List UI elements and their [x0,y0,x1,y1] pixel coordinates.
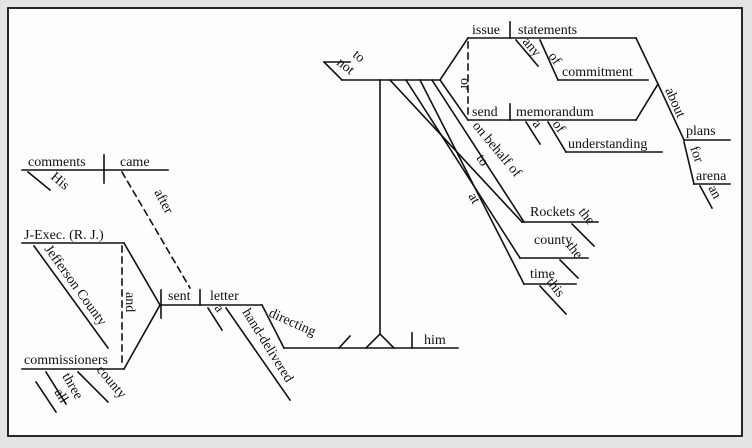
phrase1-mod-line [570,222,596,248]
phrase3-object: time [530,267,555,282]
shared-subprep: for [686,144,706,165]
object1-mod3: commitment [562,65,633,80]
participle-object: him [424,333,446,348]
subject-fork-top [122,241,162,307]
main-object: letter [210,289,239,304]
subject-second-mod3: all [51,386,71,406]
shared-object: plans [686,124,716,139]
object1-mod-line1 [514,38,540,68]
phrase2-prep-line [404,78,522,260]
participle-slant [260,303,286,350]
phrase3-prep-line [418,78,526,286]
phrase2-object: county [534,233,572,248]
shared-link-bottom [634,82,660,122]
subject-first: J-Exec. (R. J.) [24,228,104,243]
subject1-modifier-line [32,244,110,350]
shared-link-top [634,36,660,86]
object2-mod3: understanding [568,137,647,152]
subject-fork-bottom [122,303,162,371]
phrase1-support-line [430,78,526,224]
clause-connector-line [120,170,192,290]
subject2-modifier-line2 [44,370,68,406]
object2: memorandum [516,105,594,120]
subject-conjunction: and [122,292,137,312]
clause-subject: comments [28,155,86,170]
verb-fork-top [438,36,470,82]
object2-mod-line2 [546,120,568,154]
clause-modifier-line [26,170,52,192]
phrase2-mod-line [558,258,580,280]
verb2: send [472,105,498,120]
pedestal-left [337,334,352,350]
verb1: issue [472,23,500,38]
object2-mod-line1 [524,120,542,146]
shared-subprep-line [683,141,695,185]
phrase3-mod-line [538,284,568,316]
object1-mod-line2 [538,38,560,82]
main-verb: sent [168,289,191,304]
shared-article-line [698,184,714,210]
clause-verb: came [120,155,150,170]
verb-fork-bottom [438,78,470,122]
shared-subobject: arena [696,169,727,184]
subject2-modifier-line3 [34,380,58,414]
pedestal-fork-left [364,332,382,350]
subject2-modifier-line [76,370,110,404]
main-clause-group: sent letter a hand-delivered directing h… [159,289,459,402]
subject-second: commissioners [24,353,108,368]
shared-prep-line [656,82,686,142]
phrase1-object: Rockets [530,205,575,220]
object1: statements [518,23,577,38]
object-mod-line1 [206,306,224,332]
infinitive-marker-slant [322,60,344,82]
pedestal-fork-right [378,332,396,350]
clause-group: comments came His after [21,154,192,290]
shared-article: an [704,183,723,202]
verb-conjunction: or [457,78,472,90]
object-mod-line2 [224,306,292,402]
